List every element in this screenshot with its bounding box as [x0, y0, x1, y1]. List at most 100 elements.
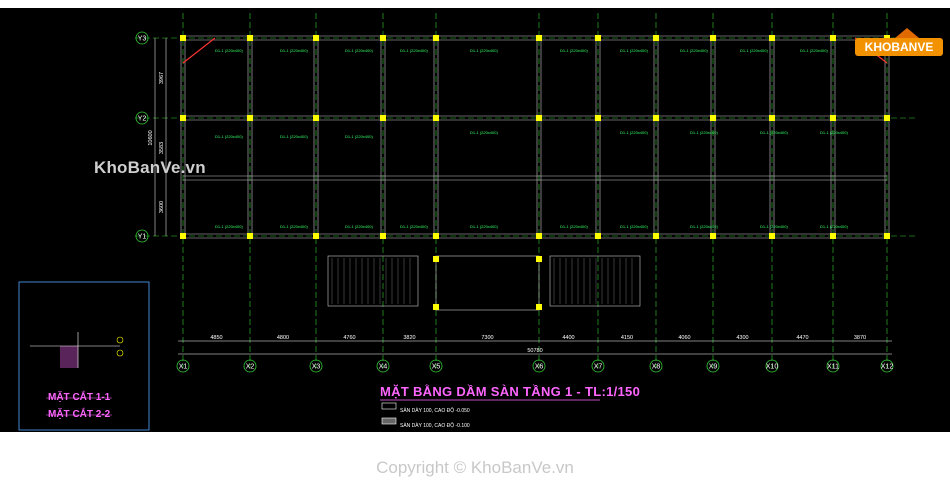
beam-label: D1-1 (220x400) [800, 48, 828, 53]
beam-label: D1-1 (220x400) [560, 48, 588, 53]
beam-label: D1-1 (220x400) [820, 130, 848, 135]
beam-label: D1-1 (220x400) [280, 224, 308, 229]
column [536, 304, 542, 310]
column [536, 233, 542, 239]
column [380, 115, 386, 121]
beam-label: D1-1 (220x400) [760, 224, 788, 229]
beam-label: D1-1 (220x400) [690, 224, 718, 229]
column [180, 233, 186, 239]
span-dim-y: 3967 [159, 72, 165, 84]
column [769, 35, 775, 41]
plan-title: MẶT BẰNG DẦM SÀN TẦNG 1 - TL:1/150 [380, 384, 641, 399]
beam-label: D1-1 (220x400) [345, 48, 373, 53]
column [536, 115, 542, 121]
span-dim: 4470 [796, 335, 808, 341]
beam-label: D1-1 (220x400) [345, 134, 373, 139]
beam-label: D1-1 (220x400) [215, 48, 243, 53]
span-dim: 4760 [343, 335, 355, 341]
beam-label: D1-1 (220x400) [345, 224, 373, 229]
axis-label-x: X8 [652, 364, 661, 371]
corner-diag [182, 37, 216, 64]
column [830, 233, 836, 239]
axis-bubble [591, 359, 605, 373]
total-width-dim: 10600 [148, 130, 154, 145]
span-dim: 4060 [678, 335, 690, 341]
column [536, 35, 542, 41]
axis-label-x: X1 [179, 364, 188, 371]
section-marker [116, 349, 124, 357]
beam-label: D1-1 (220x400) [560, 224, 588, 229]
axis-bubble [309, 359, 323, 373]
stair-right [549, 255, 641, 307]
column [433, 304, 439, 310]
column [884, 233, 890, 239]
column [769, 115, 775, 121]
span-dim: 4850 [210, 335, 222, 341]
total-dim: 50780 [527, 348, 542, 354]
beam-label: D1-1 (220x400) [400, 224, 428, 229]
axis-bubble [826, 359, 840, 373]
span-dim: 3870 [854, 335, 866, 341]
axis-bubble [243, 359, 257, 373]
beam-label: D1-1 (220x400) [820, 224, 848, 229]
axis-label-x: X6 [535, 364, 544, 371]
house-icon [895, 28, 919, 38]
axis-label-x: X12 [881, 364, 894, 371]
axis-label-x: X5 [432, 364, 441, 371]
beam-label: D1-1 (220x400) [400, 48, 428, 53]
column [313, 35, 319, 41]
axis-label-y: Y3 [138, 36, 147, 43]
legend-item-2: SÀN DÀY 100, CAO ĐỘ -0.100 [400, 423, 470, 429]
column [180, 35, 186, 41]
axis-label-x: X10 [766, 364, 779, 371]
column [433, 256, 439, 262]
column [769, 233, 775, 239]
axis-label-y: Y1 [138, 234, 147, 241]
span-dim: 4800 [277, 335, 289, 341]
copyright-text: Copyright © KhoBanVe.vn [376, 458, 574, 477]
axis-bubble [765, 359, 779, 373]
axis-bubble [532, 359, 546, 373]
axis-label-x: X4 [379, 364, 388, 371]
span-dim: 7300 [481, 335, 493, 341]
section-hatch [60, 346, 78, 368]
stair-left [327, 255, 419, 307]
beam-label: D1-1 (220x400) [620, 48, 648, 53]
beam-label: D1-1 (220x400) [470, 224, 498, 229]
column [313, 115, 319, 121]
column [710, 115, 716, 121]
axis-label-x: X7 [594, 364, 603, 371]
watermark-site: KhoBanVe.vn [94, 158, 206, 177]
column [710, 35, 716, 41]
logo-text: KHOBANVE [855, 38, 943, 56]
column [380, 35, 386, 41]
column [536, 256, 542, 262]
beam-label: D1-1 (220x400) [680, 48, 708, 53]
column [653, 115, 659, 121]
beam-label: D1-1 (220x400) [470, 130, 498, 135]
column [653, 233, 659, 239]
legend-swatch-1 [381, 402, 397, 410]
section-label-1: MẶT CẮT 1-1 [48, 392, 111, 403]
beam-label: D1-1 (220x400) [280, 48, 308, 53]
column [595, 115, 601, 121]
axis-label-y: Y2 [138, 116, 147, 123]
column [247, 35, 253, 41]
beam-label: D1-1 (220x400) [760, 130, 788, 135]
beam-label: D1-1 (220x400) [740, 48, 768, 53]
column [710, 233, 716, 239]
axis-label-x: X3 [312, 364, 321, 371]
axis-label-x: X2 [246, 364, 255, 371]
section-marker [116, 336, 124, 344]
span-dim-y: 3600 [159, 201, 165, 213]
column [595, 233, 601, 239]
span-dim: 4400 [562, 335, 574, 341]
legend-item-1: SÀN DÀY 100, CAO ĐỘ -0.050 [400, 408, 470, 414]
span-dim: 4150 [621, 335, 633, 341]
beam-label: D1-1 (220x400) [620, 130, 648, 135]
column [433, 115, 439, 121]
column [380, 233, 386, 239]
span-dim: 4300 [736, 335, 748, 341]
axis-bubble [649, 359, 663, 373]
